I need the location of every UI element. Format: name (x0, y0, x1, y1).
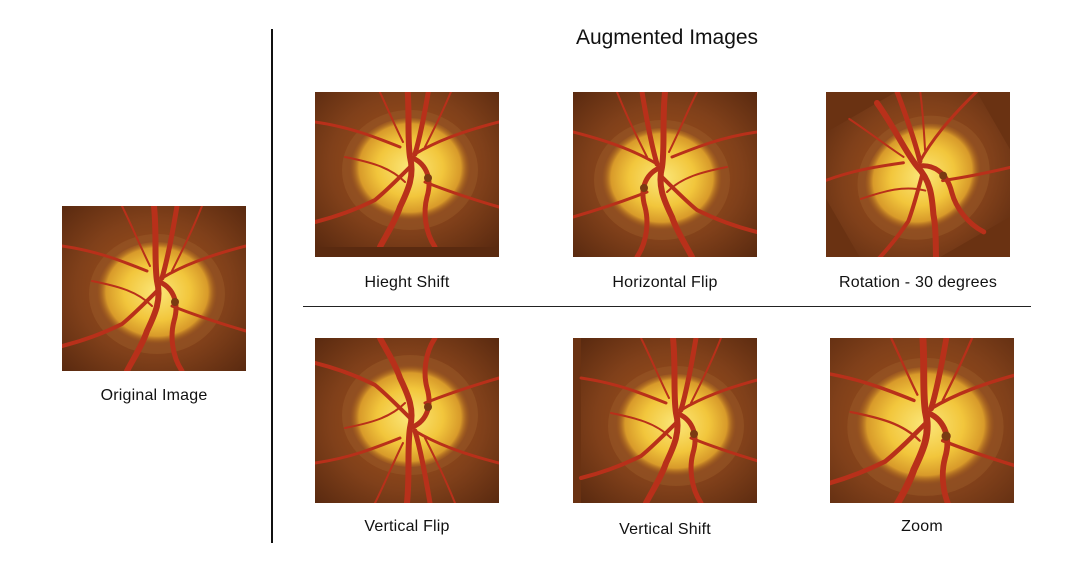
augmented-image-rotation (826, 92, 1010, 257)
augmented-caption: Vertical Flip (364, 518, 450, 535)
augmented-caption: Horizontal Flip (612, 274, 718, 291)
fundus-original (62, 206, 246, 371)
augmented-caption: Hieght Shift (364, 274, 450, 291)
augmented-image-horizontal-flip (573, 92, 757, 257)
original-image (62, 206, 246, 371)
augmented-image-vertical-flip (315, 338, 499, 503)
augmented-caption: Zoom (901, 518, 943, 535)
augmented-image-zoom (830, 338, 1014, 503)
original-caption: Original Image (100, 387, 208, 404)
augmented-image-vertical-shift (573, 338, 757, 503)
vertical-divider (271, 29, 273, 543)
horizontal-divider (303, 306, 1031, 307)
augmented-caption: Rotation - 30 degrees (838, 274, 998, 291)
augmented-title: Augmented Images (575, 26, 759, 49)
augmented-caption: Vertical Shift (619, 521, 711, 538)
augmented-image-height-shift (315, 92, 499, 257)
